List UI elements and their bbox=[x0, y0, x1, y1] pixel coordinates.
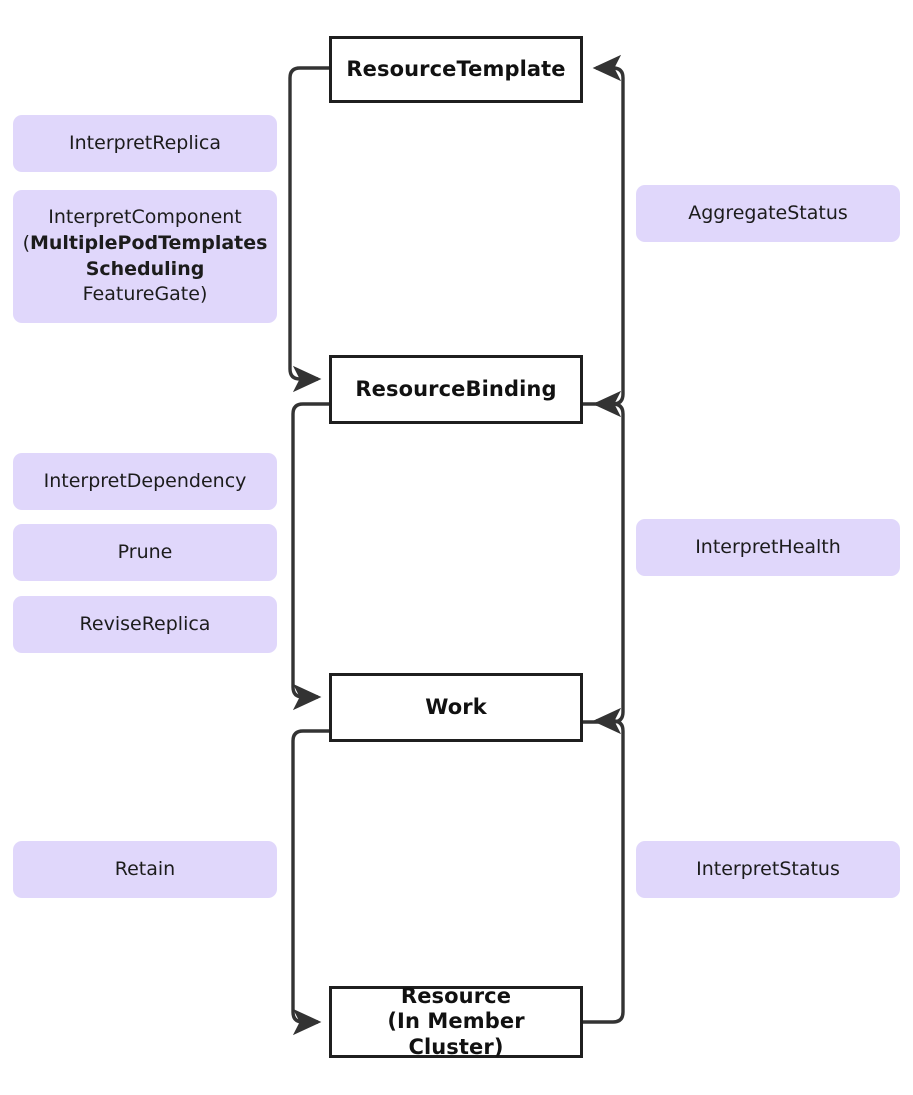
node-resource-binding-label: ResourceBinding bbox=[355, 376, 557, 401]
feature-gate-name-part1: MultiplePodTemplates bbox=[29, 231, 268, 254]
node-resource-binding[interactable]: ResourceBinding bbox=[329, 355, 583, 424]
label-interpret-dependency-text: InterpretDependency bbox=[43, 469, 247, 492]
label-revise-replica[interactable]: ReviseReplica bbox=[13, 596, 277, 653]
label-interpret-health[interactable]: InterpretHealth bbox=[636, 519, 900, 576]
label-interpret-status-text: InterpretStatus bbox=[696, 857, 840, 880]
label-interpret-component[interactable]: InterpretComponent (MultiplePodTemplates… bbox=[13, 190, 277, 323]
label-prune-text: Prune bbox=[117, 540, 173, 563]
edge-work-to-resource bbox=[291, 729, 329, 1036]
label-interpret-component-text: InterpretComponent (MultiplePodTemplates… bbox=[22, 206, 268, 306]
edge-work-to-binding bbox=[583, 390, 625, 724]
node-work[interactable]: Work bbox=[329, 673, 583, 742]
label-retain[interactable]: Retain bbox=[13, 841, 277, 898]
label-retain-text: Retain bbox=[114, 857, 176, 880]
edge-binding-to-work bbox=[291, 402, 329, 711]
edge-resource-to-work bbox=[583, 707, 625, 1024]
node-resource-member-cluster[interactable]: Resource (In Member Cluster) bbox=[329, 983, 583, 1059]
label-interpret-replica[interactable]: InterpretReplica bbox=[13, 115, 277, 172]
label-interpret-dependency[interactable]: InterpretDependency bbox=[13, 453, 277, 510]
node-resource-template[interactable]: ResourceTemplate bbox=[329, 36, 583, 103]
label-prune[interactable]: Prune bbox=[13, 524, 277, 581]
label-interpret-status[interactable]: InterpretStatus bbox=[636, 841, 900, 898]
label-revise-replica-text: ReviseReplica bbox=[79, 612, 211, 635]
node-resource-member-cluster-label: Resource (In Member Cluster) bbox=[387, 983, 525, 1059]
paren-open: ( bbox=[22, 231, 30, 254]
feature-gate-name-part2: Scheduling bbox=[85, 257, 205, 280]
label-aggregate-status[interactable]: AggregateStatus bbox=[636, 185, 900, 242]
edge-template-to-binding bbox=[288, 66, 329, 393]
edge-binding-to-template bbox=[583, 54, 625, 406]
label-interpret-replica-text: InterpretReplica bbox=[69, 131, 221, 154]
label-aggregate-status-text: AggregateStatus bbox=[688, 201, 848, 224]
node-work-label: Work bbox=[425, 694, 487, 719]
label-interpret-health-text: InterpretHealth bbox=[695, 535, 841, 558]
node-resource-template-label: ResourceTemplate bbox=[346, 56, 566, 81]
feature-gate-suffix: FeatureGate) bbox=[82, 283, 208, 306]
